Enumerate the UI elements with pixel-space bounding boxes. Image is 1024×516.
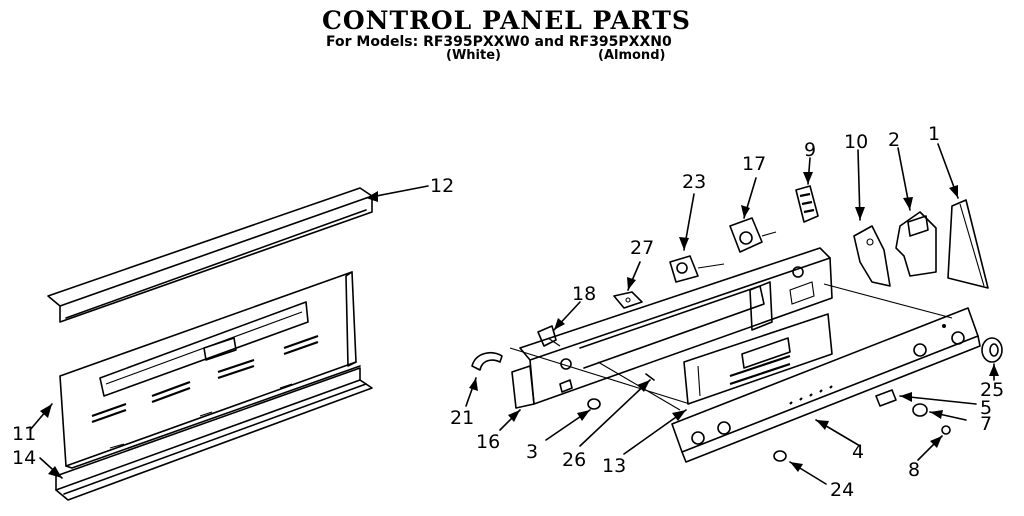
label-21: 21 bbox=[450, 407, 474, 429]
label-10: 10 bbox=[844, 131, 868, 153]
part-21-wire-clip bbox=[471, 352, 503, 371]
label-7: 7 bbox=[980, 413, 992, 435]
label-23: 23 bbox=[682, 171, 706, 193]
label-25: 25 bbox=[980, 379, 1004, 401]
part-18-clip bbox=[537, 325, 557, 347]
leader-lines bbox=[29, 143, 999, 485]
part-8-screw bbox=[941, 425, 951, 435]
part-2-switch bbox=[895, 211, 937, 277]
label-1: 1 bbox=[928, 123, 940, 145]
label-5: 5 bbox=[980, 397, 992, 419]
label-11: 11 bbox=[12, 423, 36, 445]
variant-almond: (Almond) bbox=[598, 48, 666, 63]
part-12-top-trim bbox=[47, 187, 373, 323]
label-2: 2 bbox=[888, 129, 900, 151]
models-subtitle: For Models: RF395PXXW0 and RF395PXXN0 bbox=[326, 34, 672, 50]
label-16: 16 bbox=[476, 431, 500, 453]
part-9-filter bbox=[795, 185, 819, 223]
label-4: 4 bbox=[852, 441, 864, 463]
label-3: 3 bbox=[526, 441, 538, 463]
part-7-grommet bbox=[912, 403, 928, 417]
part-17-timer bbox=[729, 217, 777, 253]
part-14-bottom-trim bbox=[55, 367, 373, 501]
variant-white: (White) bbox=[446, 48, 501, 63]
part-1-end-cap bbox=[947, 199, 989, 289]
part-3-button bbox=[587, 398, 601, 410]
part-25-knob bbox=[981, 337, 1003, 363]
label-27: 27 bbox=[630, 237, 654, 259]
label-26: 26 bbox=[562, 449, 586, 471]
part-26-pin bbox=[645, 373, 655, 381]
part-11-control-panel bbox=[59, 271, 361, 469]
part-24-foot bbox=[773, 450, 787, 462]
label-9: 9 bbox=[804, 139, 816, 161]
label-8: 8 bbox=[908, 459, 920, 481]
label-18: 18 bbox=[572, 283, 596, 305]
label-14: 14 bbox=[12, 447, 36, 469]
part-4-front-panel bbox=[671, 307, 981, 463]
diagram-title: CONTROL PANEL PARTS bbox=[322, 6, 691, 35]
part-10-bracket bbox=[853, 225, 891, 287]
label-12: 12 bbox=[430, 175, 454, 197]
part-13-circuit-board bbox=[683, 313, 833, 405]
label-17: 17 bbox=[742, 153, 766, 175]
part-23-sensor bbox=[669, 255, 725, 283]
part-5-lens bbox=[875, 389, 897, 407]
label-13: 13 bbox=[602, 455, 626, 477]
part-27-clip bbox=[613, 291, 643, 309]
label-24: 24 bbox=[830, 479, 854, 501]
part-labels: 12 11 14 21 16 3 18 26 13 27 23 17 9 10 … bbox=[12, 123, 1004, 501]
